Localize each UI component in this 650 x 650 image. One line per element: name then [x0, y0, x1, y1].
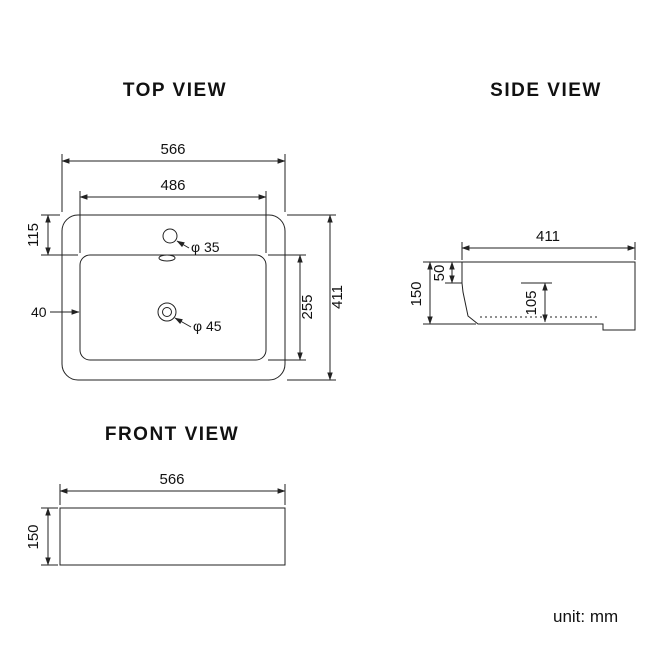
dim-inner-width: 486: [79, 177, 267, 253]
side-view-title: SIDE VIEW: [490, 80, 602, 101]
leader-line: [176, 240, 190, 249]
side-view: SIDE VIEW 411 50 150 105: [408, 80, 636, 331]
dimension-value: 411: [329, 285, 346, 309]
unit-label: unit: mm: [553, 607, 618, 626]
dim-height-front: 150: [25, 507, 58, 566]
dimension-value: 566: [160, 141, 185, 158]
dim-rim-width: 40: [31, 304, 80, 320]
dimension-value: 40: [31, 304, 47, 320]
faucet-hole: φ 35: [162, 228, 220, 255]
drain-outer-circle: [157, 302, 177, 322]
sink-outer-outline: [61, 214, 286, 381]
dim-overall-width: 566: [61, 141, 286, 212]
faucet-hole-circle: [162, 228, 178, 244]
dimension-value: 255: [299, 294, 316, 319]
drain-inner-circle: [162, 307, 172, 317]
top-view: TOP VIEW 566 486 φ 35 φ 45: [25, 80, 346, 381]
side-profile-outline: [461, 261, 636, 331]
dim-width: 566: [59, 471, 286, 505]
basin-inner-outline: [79, 254, 267, 361]
dim-inner-depth: 105: [521, 282, 552, 323]
drain-hole-label: φ 45: [193, 318, 222, 334]
dim-front-edge-offset: 115: [25, 214, 78, 256]
top-view-title: TOP VIEW: [123, 80, 227, 101]
dim-front-lip: 50: [431, 261, 462, 284]
overflow-slot: [158, 254, 176, 262]
dim-basin-length: 255: [268, 254, 316, 361]
front-view: FRONT VIEW 566 150: [25, 424, 286, 566]
dim-depth: 411: [461, 228, 636, 260]
dim-height: 150: [408, 261, 476, 325]
dimension-value: 115: [25, 223, 42, 247]
dim-overall-depth: 411: [287, 214, 346, 381]
front-view-title: FRONT VIEW: [105, 424, 239, 445]
dimension-value: 50: [431, 265, 448, 282]
drain-hole: φ 45: [157, 302, 222, 334]
dimension-value: 150: [408, 281, 425, 306]
faucet-hole-label: φ 35: [191, 239, 220, 255]
dimension-value: 486: [160, 177, 185, 194]
dimension-value: 105: [523, 290, 540, 315]
dimension-value: 566: [159, 471, 184, 488]
front-outline: [59, 507, 286, 566]
dimension-value: 411: [536, 228, 560, 245]
leader-line: [174, 317, 192, 328]
dimension-value: 150: [25, 524, 42, 549]
